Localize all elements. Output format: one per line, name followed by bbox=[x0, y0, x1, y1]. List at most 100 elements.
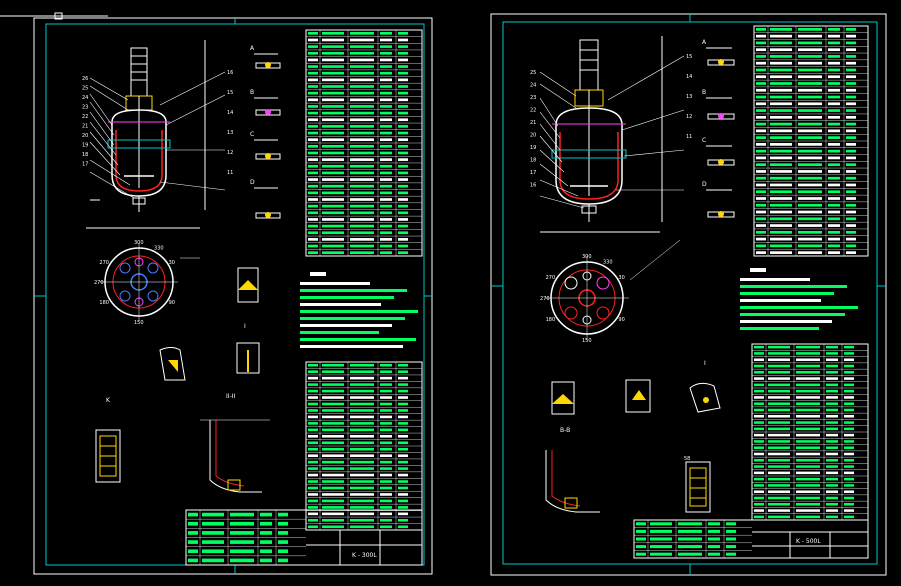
table-cell bbox=[350, 191, 374, 195]
table-cell bbox=[380, 238, 392, 241]
table-cell bbox=[260, 531, 272, 535]
table-cell bbox=[844, 503, 854, 506]
table-cell bbox=[844, 352, 854, 355]
leader-number: 15 bbox=[686, 54, 692, 60]
table-cell bbox=[380, 184, 392, 188]
table-cell bbox=[398, 370, 408, 373]
table-cell bbox=[796, 452, 820, 456]
table-cell bbox=[798, 224, 822, 227]
table-cell bbox=[768, 477, 790, 481]
table-cell bbox=[754, 383, 764, 387]
plan-angle-label: 150 bbox=[134, 320, 144, 326]
table-cell bbox=[798, 129, 822, 133]
table-cell bbox=[350, 211, 374, 215]
grip-icon[interactable] bbox=[54, 12, 63, 20]
table-cell bbox=[350, 138, 374, 142]
table-cell bbox=[826, 352, 838, 355]
table-cell bbox=[308, 396, 318, 399]
table-cell bbox=[826, 371, 838, 374]
table-cell bbox=[708, 529, 720, 533]
table-cell bbox=[308, 238, 318, 241]
table-cell bbox=[756, 68, 766, 72]
table-cell bbox=[380, 525, 392, 529]
table-cell bbox=[308, 460, 318, 464]
right-spec-table[interactable] bbox=[753, 25, 869, 257]
table-cell bbox=[844, 364, 854, 368]
table-cell bbox=[650, 529, 672, 533]
table-cell bbox=[398, 71, 408, 75]
table-cell bbox=[846, 109, 856, 112]
table-cell bbox=[756, 230, 766, 234]
leader-number: 25 bbox=[82, 86, 88, 92]
table-cell bbox=[754, 465, 764, 468]
table-cell bbox=[230, 540, 254, 544]
table-cell bbox=[308, 447, 318, 451]
plan-angle-label: 270 bbox=[99, 260, 109, 266]
table-cell bbox=[322, 409, 344, 412]
table-cell bbox=[770, 156, 792, 160]
table-cell bbox=[798, 203, 822, 207]
table-cell bbox=[322, 204, 344, 208]
table-cell bbox=[796, 389, 820, 393]
table-cell bbox=[230, 531, 254, 535]
table-cell bbox=[796, 352, 820, 355]
table-cell bbox=[350, 118, 374, 122]
table-cell bbox=[350, 144, 374, 148]
table-cell bbox=[322, 224, 344, 228]
table-cell bbox=[708, 537, 720, 541]
table-cell bbox=[754, 471, 764, 475]
table-cell bbox=[322, 58, 344, 62]
table-cell bbox=[322, 85, 344, 88]
table-cell bbox=[350, 415, 374, 419]
table-cell bbox=[798, 34, 822, 38]
section-label: A bbox=[702, 39, 707, 46]
table-cell bbox=[380, 85, 392, 88]
table-cell bbox=[322, 244, 344, 248]
leader-number: 16 bbox=[530, 183, 536, 189]
table-cell bbox=[754, 352, 764, 355]
note-line bbox=[300, 296, 394, 299]
table-cell bbox=[796, 496, 820, 500]
table-cell bbox=[726, 522, 736, 526]
table-cell bbox=[308, 158, 318, 161]
right-title-block[interactable]: K - 500L bbox=[633, 519, 869, 559]
table-cell bbox=[398, 435, 408, 438]
table-cell bbox=[636, 529, 646, 533]
leader-number: 13 bbox=[686, 94, 692, 100]
table-cell bbox=[844, 402, 854, 405]
table-cell bbox=[308, 244, 318, 248]
table-cell bbox=[798, 237, 822, 241]
leader-number: 11 bbox=[227, 170, 233, 176]
table-cell bbox=[322, 402, 344, 406]
table-cell bbox=[770, 75, 792, 79]
left-detail-labels: KII-III bbox=[106, 323, 246, 404]
left-title-block[interactable]: K - 300L bbox=[185, 509, 423, 566]
table-cell bbox=[756, 237, 766, 241]
left-parts-list[interactable] bbox=[305, 361, 423, 531]
table-cell bbox=[678, 522, 702, 526]
table-cell bbox=[308, 467, 318, 470]
table-cell bbox=[770, 197, 792, 200]
table-cell bbox=[188, 521, 198, 526]
table-cell bbox=[350, 158, 374, 161]
table-cell bbox=[798, 210, 822, 214]
table-cell bbox=[650, 545, 672, 549]
table-cell bbox=[380, 422, 392, 425]
table-cell bbox=[826, 345, 838, 349]
right-parts-list[interactable] bbox=[751, 343, 869, 521]
table-cell bbox=[828, 95, 840, 99]
table-cell bbox=[260, 558, 272, 563]
table-cell bbox=[380, 506, 392, 509]
table-cell bbox=[398, 204, 408, 208]
left-section-details bbox=[254, 53, 281, 219]
table-cell bbox=[798, 75, 822, 79]
note-line bbox=[300, 310, 418, 313]
table-cell bbox=[844, 490, 854, 493]
table-cell bbox=[380, 51, 392, 55]
table-cell bbox=[350, 525, 374, 529]
left-spec-table[interactable] bbox=[305, 29, 423, 257]
note-line bbox=[740, 313, 845, 316]
